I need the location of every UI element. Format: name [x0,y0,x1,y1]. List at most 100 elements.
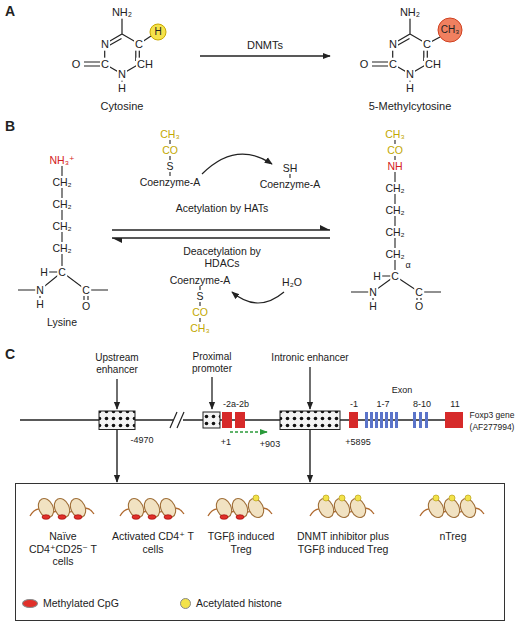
exon-block [445,412,463,428]
histone [67,496,88,520]
enhancer-box [280,411,340,430]
gene-label: +1 [220,437,232,447]
pointer-arrow [116,379,117,409]
legend-item: Methylated CpG [22,595,119,611]
acetyl-mark [465,495,471,501]
acetyl-mark [339,495,345,501]
histone [229,496,250,520]
histone [245,496,266,520]
chem-label: SH [282,162,299,174]
pyrimidine-ring [372,14,427,86]
panel-letter: B [4,118,16,134]
chem-label: C [390,270,400,282]
region-label: Upstream enhancer [82,352,152,376]
exon-bar [370,412,373,428]
nucleosome-icons [30,495,484,520]
chem-label: CH [136,58,154,71]
nucleosome [420,495,484,520]
panel-letter: A [4,3,16,19]
chem-label: 5-Methylcytosine [368,100,453,113]
methyl-mark [164,515,172,520]
histone [157,496,178,520]
hydrogen-highlight [150,24,166,40]
chem-label: NH₂ [399,6,421,19]
chem-label: CH₂ [384,226,405,238]
enhancer-region: Upstream enhancer [82,352,152,430]
exon-block [222,412,232,428]
enhancer-box [99,411,135,430]
acetyl-mark [355,495,361,501]
histone [347,496,368,520]
exon-bar [385,412,388,428]
chem-label: C [388,58,398,71]
chem-label: N [100,38,110,51]
chem-label: CH₃ [189,322,210,334]
gene-label: 1-7 [375,399,390,409]
chem-label: Cytosine [100,100,145,113]
gene-label: Exon [391,385,414,395]
chem-label: N [388,38,398,51]
curved-arrow [232,292,284,303]
chem-label: CH₃ [159,128,180,140]
panel-letter: C [4,346,16,362]
chem-label: Coenzyme-A [259,178,322,190]
chem-label: H [117,82,127,95]
chem-label: O [71,58,82,71]
chem-label: H [372,270,382,282]
histone [51,496,72,520]
enhancer-shape [82,352,152,430]
exon-bar [390,412,393,428]
chem-label: α [404,260,411,270]
histone [457,496,478,520]
drawing-path [108,39,136,62]
chem-label: CO [191,306,209,318]
histone [315,496,336,520]
gene-label: -2a-2b [222,399,250,409]
exon-bar [419,412,422,428]
chem-label: N [117,68,127,81]
chem-label: Deacetylation by HDACs [166,245,278,269]
gene-label: (AF277994) [469,423,516,433]
drawing-path [199,280,200,328]
chem-label: NH [386,160,403,172]
connector-arrow [309,430,310,482]
chem-label: H₂O [281,276,303,288]
histone [35,496,56,520]
exon-bar [380,412,383,428]
chem-label: DNMTs [246,39,284,52]
methyl-mark [132,515,140,520]
curved-arrow [202,154,272,174]
acetyl-mark [449,495,455,501]
chem-label: CH₂ [384,182,405,194]
drawing-path [84,62,101,66]
chem-label: CH₂ [384,248,405,260]
chem-label: CH₃ [440,24,461,36]
chem-label: CH₂ [51,220,72,232]
chem-label: H [368,300,378,312]
legend-item: Acetylated histone [180,595,282,611]
chem-label: H [39,266,49,278]
chem-label: N [35,284,45,296]
chem-label: S [165,160,174,172]
forward-arrow [112,229,330,230]
gene-label: Foxp3 gene [469,411,516,421]
legend-swatch [22,599,38,608]
chem-label: CH₂ [51,198,72,210]
methyl-mark [236,515,244,520]
chem-label: CH₂ [384,204,405,216]
break-mark [170,412,184,428]
chem-label: O [81,300,91,312]
legend-swatch [180,598,191,609]
chem-label: C [422,38,432,51]
methyl-mark [148,515,156,520]
chem-label: CH₂ [51,176,72,188]
promoter-box [203,412,220,428]
chem-label: N [405,68,415,81]
chem-label: C [414,286,424,298]
methyl-highlight [438,18,462,42]
histone [125,496,146,520]
pointer-arrow [309,367,310,409]
chem-label: CO [386,144,404,156]
exon-block [349,412,358,428]
enhancer-shape [270,352,350,430]
